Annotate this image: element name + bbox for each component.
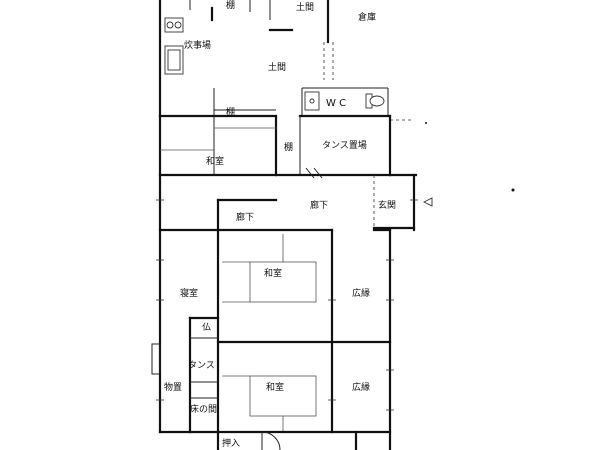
middle-walls <box>158 114 418 450</box>
tatami-lines <box>222 234 317 432</box>
label-doma-mid: 土間 <box>268 61 286 73</box>
label-suijiba: 炊事場 <box>184 39 211 51</box>
label-butsu: 仏 <box>202 322 211 333</box>
label-tansu-okiba: タンス置場 <box>322 139 367 151</box>
dot-mark-small <box>425 122 427 124</box>
label-tansu: タンス <box>188 360 215 371</box>
label-genkan: 玄関 <box>378 199 396 211</box>
label-tana-top: 棚 <box>226 0 235 11</box>
label-monooki: 物置 <box>164 381 182 393</box>
label-engawa-2: 広縁 <box>352 381 370 393</box>
wc-fixtures <box>304 91 385 111</box>
label-rouka-left: 廊下 <box>236 211 254 223</box>
label-wc: W C <box>326 98 346 109</box>
label-oshiire: 押入 <box>222 437 240 449</box>
label-shinshitsu: 寝室 <box>180 287 198 299</box>
room-labels: 土間 倉庫 棚 炊事場 土間 W C 棚 和室 棚 タンス置場 廊下 廊下 玄関… <box>164 0 396 449</box>
dot-mark <box>511 188 515 192</box>
label-tokonoma: 床の間 <box>190 403 217 415</box>
lower-walls <box>151 228 392 450</box>
label-washitsu-2: 和室 <box>264 267 282 279</box>
entrance-marker <box>422 197 433 207</box>
label-doma-top: 土間 <box>296 1 314 13</box>
wall-ticks <box>156 199 418 411</box>
label-washitsu-3: 和室 <box>266 381 284 393</box>
label-tana-side: 棚 <box>284 141 293 153</box>
kitchen-fixtures <box>164 17 184 75</box>
label-washitsu-1: 和室 <box>206 155 224 167</box>
label-rouka-right: 廊下 <box>310 199 328 211</box>
label-engawa-1: 広縁 <box>352 287 370 299</box>
label-souko: 倉庫 <box>358 11 376 23</box>
label-tana-mid: 棚 <box>226 106 235 118</box>
upper-walls <box>158 0 414 121</box>
